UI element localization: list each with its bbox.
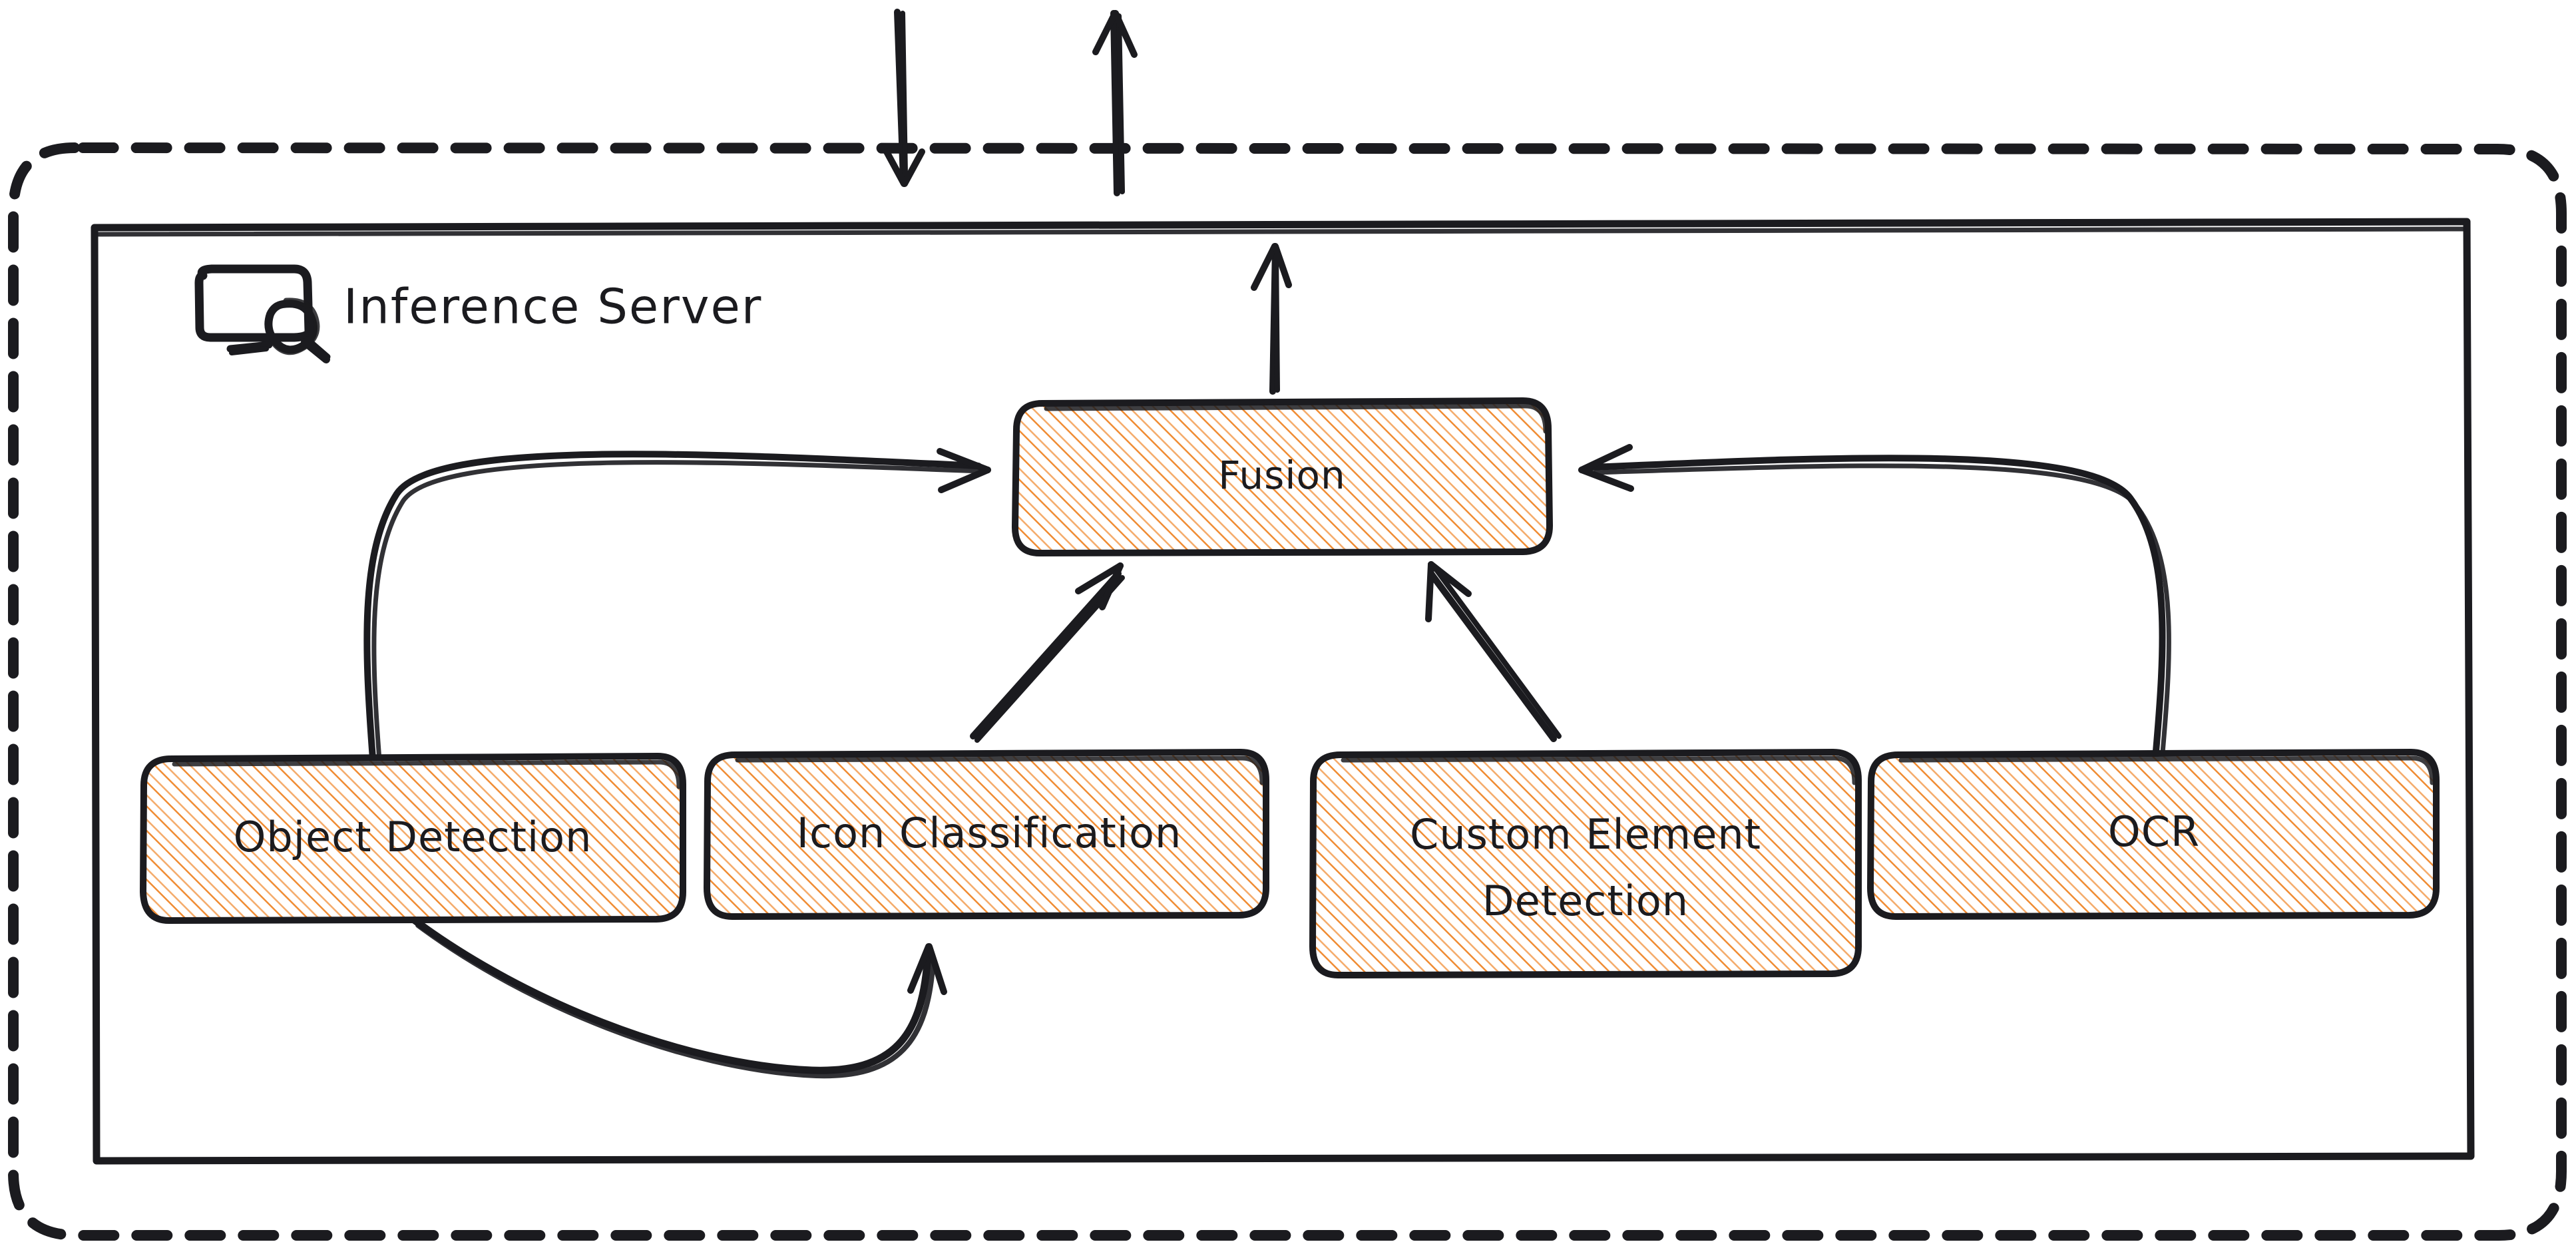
node-ocr-border [1867,749,2440,920]
node-object-detection-border [140,753,686,924]
node-ocr-label: OCR [2108,807,2200,856]
node-icon-classification-border [704,749,1269,920]
inference-server-container [91,218,2475,1165]
node-custom-element-detection-fill [1313,755,1858,974]
edge-input-arrow [883,9,925,187]
edge-object-detection-fusion [363,448,991,763]
edge-output-arrow [1092,10,1138,196]
edge-custom-element-detection-fusion [1425,561,1562,742]
node-object-detection-label: Object Detection [234,813,592,861]
node-ocr-fill [1870,755,2436,915]
node-fusion-border [1011,397,1553,556]
node-object-detection[interactable]: Object Detection [140,753,686,924]
edge-icon-classification-fusion [970,562,1125,743]
deployment-boundary [8,142,2567,1241]
node-custom-element-detection-label-line2: Detection [1482,877,1689,925]
node-custom-element-detection[interactable]: Custom Element Detection [1309,749,1862,978]
node-custom-element-detection-border [1309,749,1862,978]
node-ocr[interactable]: OCR [1867,749,2440,920]
node-object-detection-fill [143,759,682,919]
edge-fusion-output-arrow [1251,243,1292,395]
node-icon-classification-fill [707,755,1266,915]
node-fusion-fill [1015,402,1548,552]
edge-ocr-fusion [1578,444,2171,763]
node-icon-classification-label: Icon Classification [797,809,1182,857]
container-title: Inference Server [343,279,762,335]
edge-object-detection-icon-classification [410,916,947,1079]
node-icon-classification[interactable]: Icon Classification [704,749,1269,920]
node-custom-element-detection-label-line1: Custom Element [1410,810,1761,859]
node-fusion[interactable]: Fusion [1011,397,1553,556]
screen-magnifier-icon [194,264,331,363]
node-fusion-label: Fusion [1218,453,1346,498]
